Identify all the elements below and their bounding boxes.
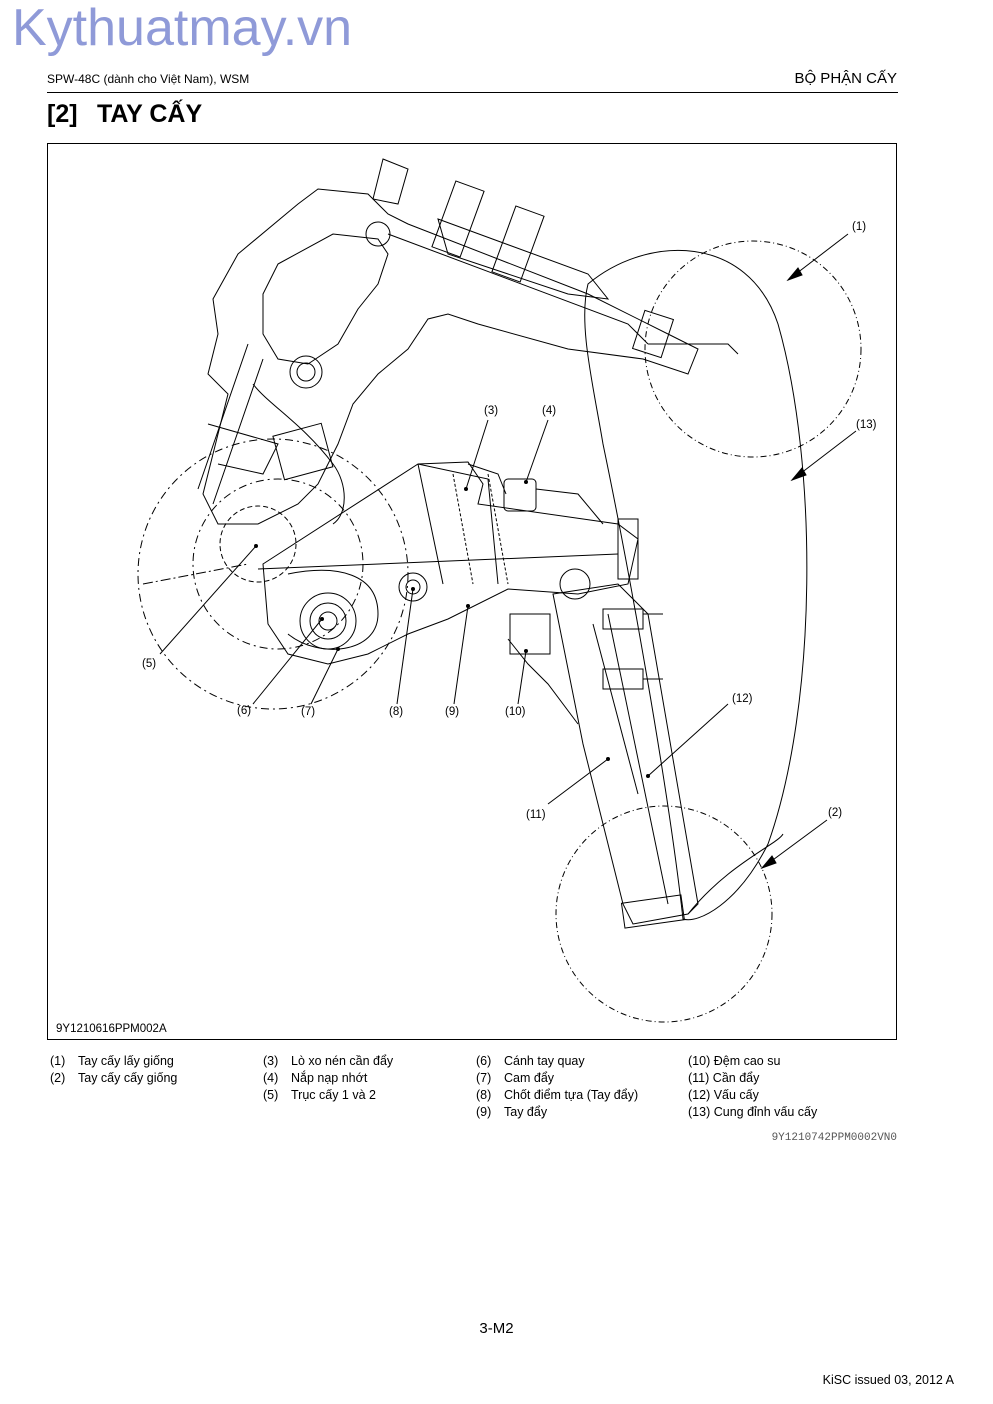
legend-item: (7)Cam đẩy: [476, 1071, 555, 1085]
header-manual-title: SPW-48C (dành cho Việt Nam), WSM: [47, 72, 250, 86]
legend-item: (10) Đệm cao su: [688, 1054, 781, 1068]
oil-filler-cap: [503, 478, 537, 512]
callout-9: (9): [445, 706, 459, 718]
path-circle-left-large: [137, 438, 409, 710]
callout-1: (1): [852, 221, 866, 233]
legend-item: (3)Lò xo nén cần đẩy: [263, 1054, 394, 1068]
figure-frame: (1) (2) (3) (4) (5) (6) (7) (8) (9) (10)…: [47, 143, 897, 1040]
section-title-text: TAY CẤY: [97, 100, 203, 128]
crank-arm-hub: [299, 592, 357, 650]
path-circle-lower: [555, 805, 773, 1023]
header-section-name: BỘ PHẬN CẤY: [794, 70, 897, 87]
legend-column-2: (3)Lò xo nén cần đẩy (4)Nắp nạp nhớt (5)…: [263, 1054, 393, 1105]
push-rod-fork: [552, 583, 699, 925]
callout-10: (10): [505, 706, 526, 718]
callout-4: (4): [542, 405, 556, 417]
callout-8: (8): [389, 706, 403, 718]
figure-code: 9Y1210616PPM002A: [56, 1023, 167, 1035]
section-title: [2] TAY CẤY: [47, 100, 202, 129]
legend-column-4: (10) Đệm cao su (11) Cần đẩy (12) Vấu cấ…: [688, 1054, 817, 1122]
legend-item: (8)Chốt điểm tựa (Tay đẩy): [476, 1088, 639, 1102]
legend-item: (1)Tay cấy lấy giống: [50, 1054, 174, 1068]
tip-loop-curve: [584, 249, 808, 921]
path-circle-left-medium: [192, 478, 364, 650]
callout-13: (13): [856, 419, 877, 431]
legend-item: (2)Tay cấy cấy giống: [50, 1071, 178, 1085]
issued-note: KiSC issued 03, 2012 A: [822, 1373, 954, 1387]
callout-11: (11): [526, 809, 546, 821]
section-number: [2]: [47, 100, 78, 128]
pivot-pin: [398, 572, 428, 602]
legend-item: (13) Cung đỉnh vấu cấy: [688, 1105, 818, 1119]
legend-item: (5)Trục cấy 1 và 2: [263, 1088, 376, 1102]
path-circle-upper: [644, 240, 862, 458]
callout-12: (12): [732, 693, 753, 705]
upper-arm-housing: [202, 188, 699, 525]
legend-item: (11) Cần đẩy: [688, 1071, 760, 1085]
callout-5: (5): [142, 658, 156, 670]
path-circle-left-small: [219, 505, 297, 583]
watermark-logo: Kythuatmay.vn: [12, 0, 353, 57]
callout-7: (7): [301, 706, 315, 718]
lower-arm-body: [262, 461, 639, 665]
planting-arm-drawing: (1) (2) (3) (4) (5) (6) (7) (8) (9) (10)…: [137, 158, 877, 1023]
callout-6: (6): [237, 705, 251, 717]
rubber-cushion: [509, 613, 551, 655]
legend-item: (9)Tay đẩy: [476, 1105, 548, 1119]
legend-item: (12) Vấu cấy: [688, 1088, 759, 1102]
callout-2: (2): [828, 807, 842, 819]
header-rule: [47, 92, 898, 93]
page-number: 3-M2: [479, 1320, 514, 1337]
legend-item: (4)Nắp nạp nhớt: [263, 1071, 368, 1085]
legend-column-1: (1)Tay cấy lấy giống (2)Tay cấy cấy giốn…: [50, 1054, 177, 1088]
legend-column-3: (6)Cánh tay quay (7)Cam đẩy (8)Chốt điểm…: [476, 1054, 638, 1122]
legend: (1)Tay cấy lấy giống (2)Tay cấy cấy giốn…: [0, 1054, 993, 1134]
callout-3: (3): [484, 405, 498, 417]
document-code: 9Y1210742PPM0002VN0: [771, 1132, 897, 1144]
legend-item: (6)Cánh tay quay: [476, 1054, 585, 1068]
